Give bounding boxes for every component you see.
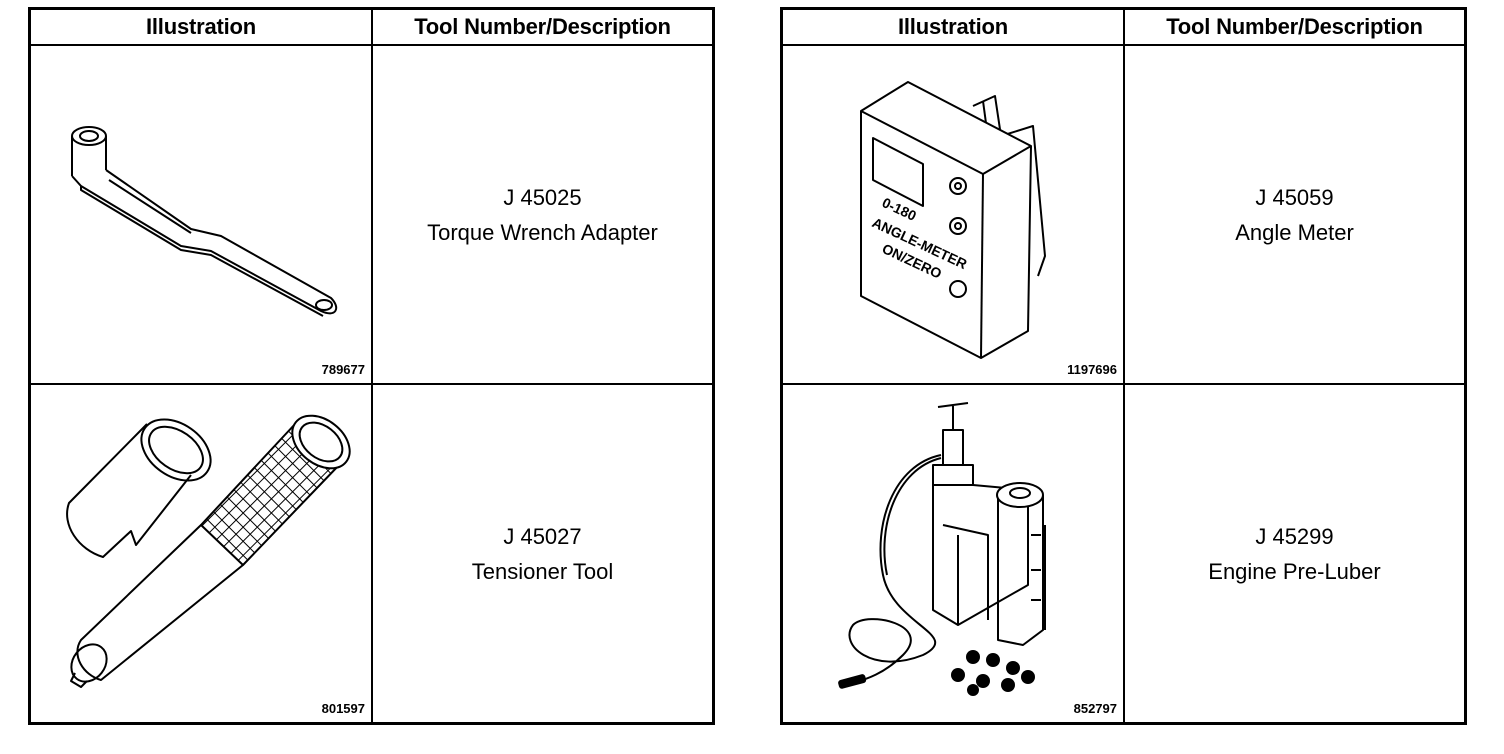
tool-number: J 45027 (503, 523, 582, 549)
tool-name: Angle Meter (1235, 219, 1354, 245)
table-row: 801597 J 45027 Tensioner Tool (28, 383, 715, 725)
illustration-cell: 789677 (28, 44, 373, 385)
tool-name: Engine Pre-Luber (1208, 558, 1381, 584)
tool-name: Tensioner Tool (471, 558, 614, 584)
table-row: 789677 J 45025 Torque Wrench Adapter (28, 44, 715, 385)
illustration-header: Illustration (780, 7, 1125, 46)
description-cell: J 45027 Tensioner Tool (371, 383, 715, 725)
description-cell: J 45299 Engine Pre-Luber (1123, 383, 1467, 725)
description-header: Tool Number/Description (371, 7, 715, 46)
illustration-cell: 852797 (780, 383, 1125, 725)
tool-number: J 45299 (1255, 523, 1334, 549)
tool-table-right: Illustration Tool Number/Description (780, 7, 1467, 725)
illustration-cell: 0-180 ANGLE-METER ON/ZERO 1197696 (780, 44, 1125, 385)
table-row: 0-180 ANGLE-METER ON/ZERO 1197696 J 4505… (780, 44, 1467, 385)
tool-number: J 45059 (1255, 184, 1334, 210)
illustration-header: Illustration (28, 7, 373, 46)
description-cell: J 45025 Torque Wrench Adapter (371, 44, 715, 385)
description-cell: J 45059 Angle Meter (1123, 44, 1467, 385)
table-row: 852797 J 45299 Engine Pre-Luber (780, 383, 1467, 725)
angle-meter-illustration: 0-180 ANGLE-METER ON/ZERO (860, 81, 1046, 359)
illustration-cell: 801597 (28, 383, 373, 725)
figure-number: 1197696 (1067, 362, 1117, 377)
figure-number: 789677 (321, 362, 365, 377)
figure-number: 852797 (1073, 701, 1117, 716)
tool-table-left: Illustration Tool Number/Description (28, 7, 715, 725)
torque-wrench-adapter-illustration (71, 126, 338, 317)
tool-number: J 45025 (503, 184, 582, 210)
figure-number: 801597 (321, 701, 365, 716)
tensioner-tool-illustration (66, 414, 351, 688)
description-header: Tool Number/Description (1123, 7, 1467, 46)
table-header-row: Illustration Tool Number/Description (780, 7, 1467, 46)
table-header-row: Illustration Tool Number/Description (28, 7, 715, 46)
tool-name: Torque Wrench Adapter (427, 219, 658, 245)
engine-pre-luber-illustration (838, 402, 1046, 696)
